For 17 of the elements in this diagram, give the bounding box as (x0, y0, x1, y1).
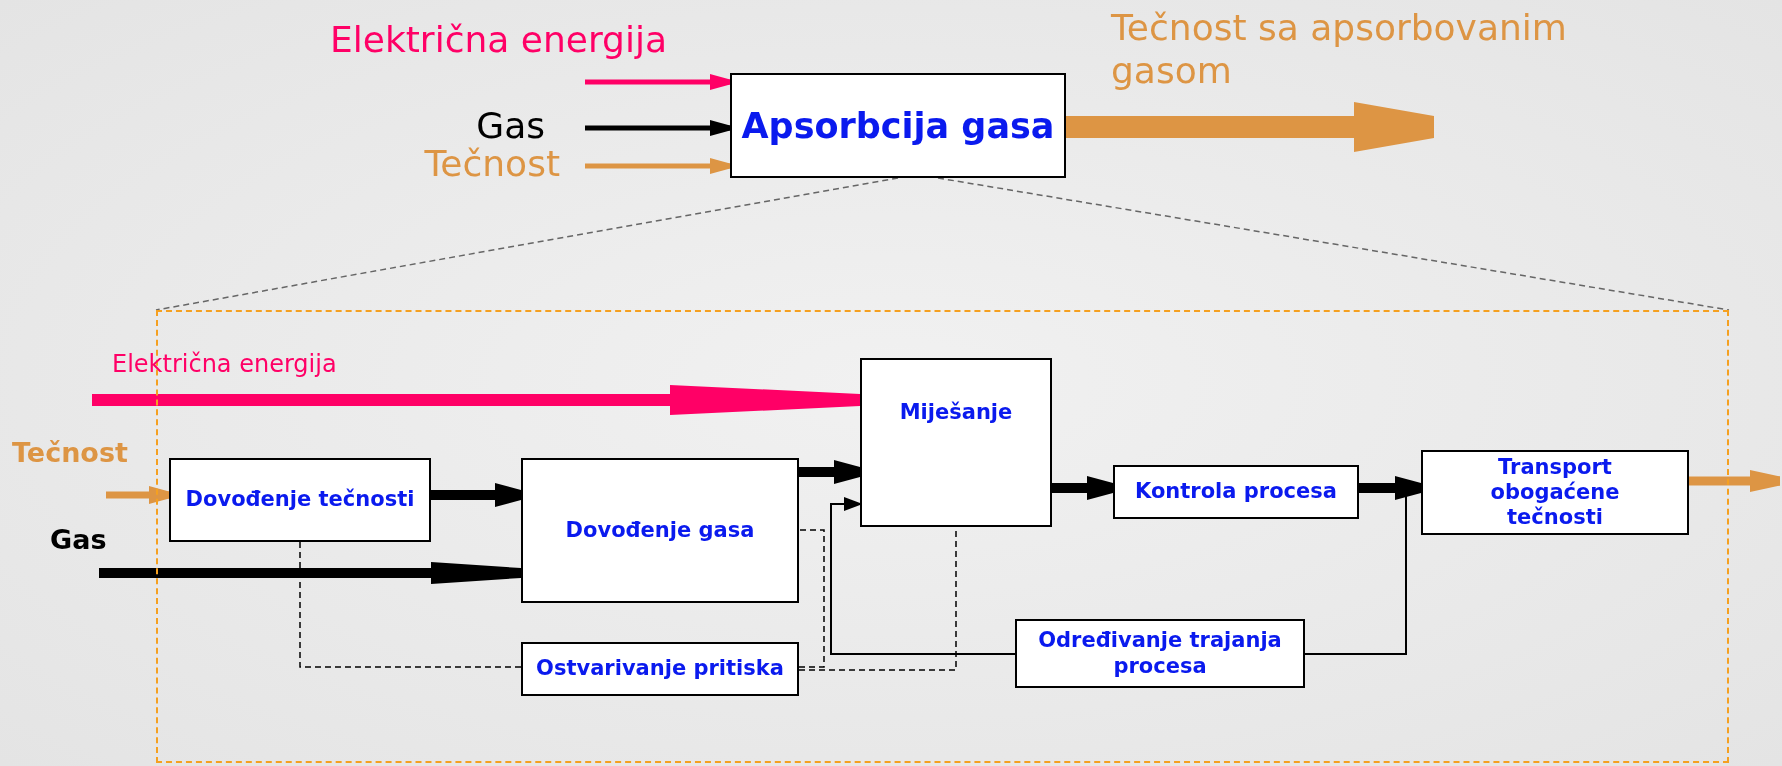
process-box: Dovođenje gasa (521, 458, 799, 603)
edge-label: Tečnost (12, 437, 128, 470)
process-box: Ostvarivanje pritiska (521, 642, 799, 696)
edge-label: Električna energija (112, 350, 337, 379)
process-box: Određivanje trajanja procesa (1015, 619, 1305, 688)
connector-line (299, 541, 522, 668)
process-box: Apsorbcija gasa (730, 73, 1066, 178)
connector-line (155, 177, 899, 311)
edge-label: Tečnost sa apsorbovanim gasom (1111, 6, 1568, 93)
process-box: Kontrola procesa (1113, 465, 1359, 519)
process-box: Dovođenje tečnosti (169, 458, 431, 542)
connector-line (937, 177, 1730, 311)
process-box: Miješanje (860, 358, 1052, 527)
edge-label: Gas (50, 524, 107, 557)
edge-label: Električna energija (330, 18, 667, 62)
process-box: Transport obogaćene tečnosti (1421, 450, 1689, 535)
connector-line (798, 529, 825, 668)
